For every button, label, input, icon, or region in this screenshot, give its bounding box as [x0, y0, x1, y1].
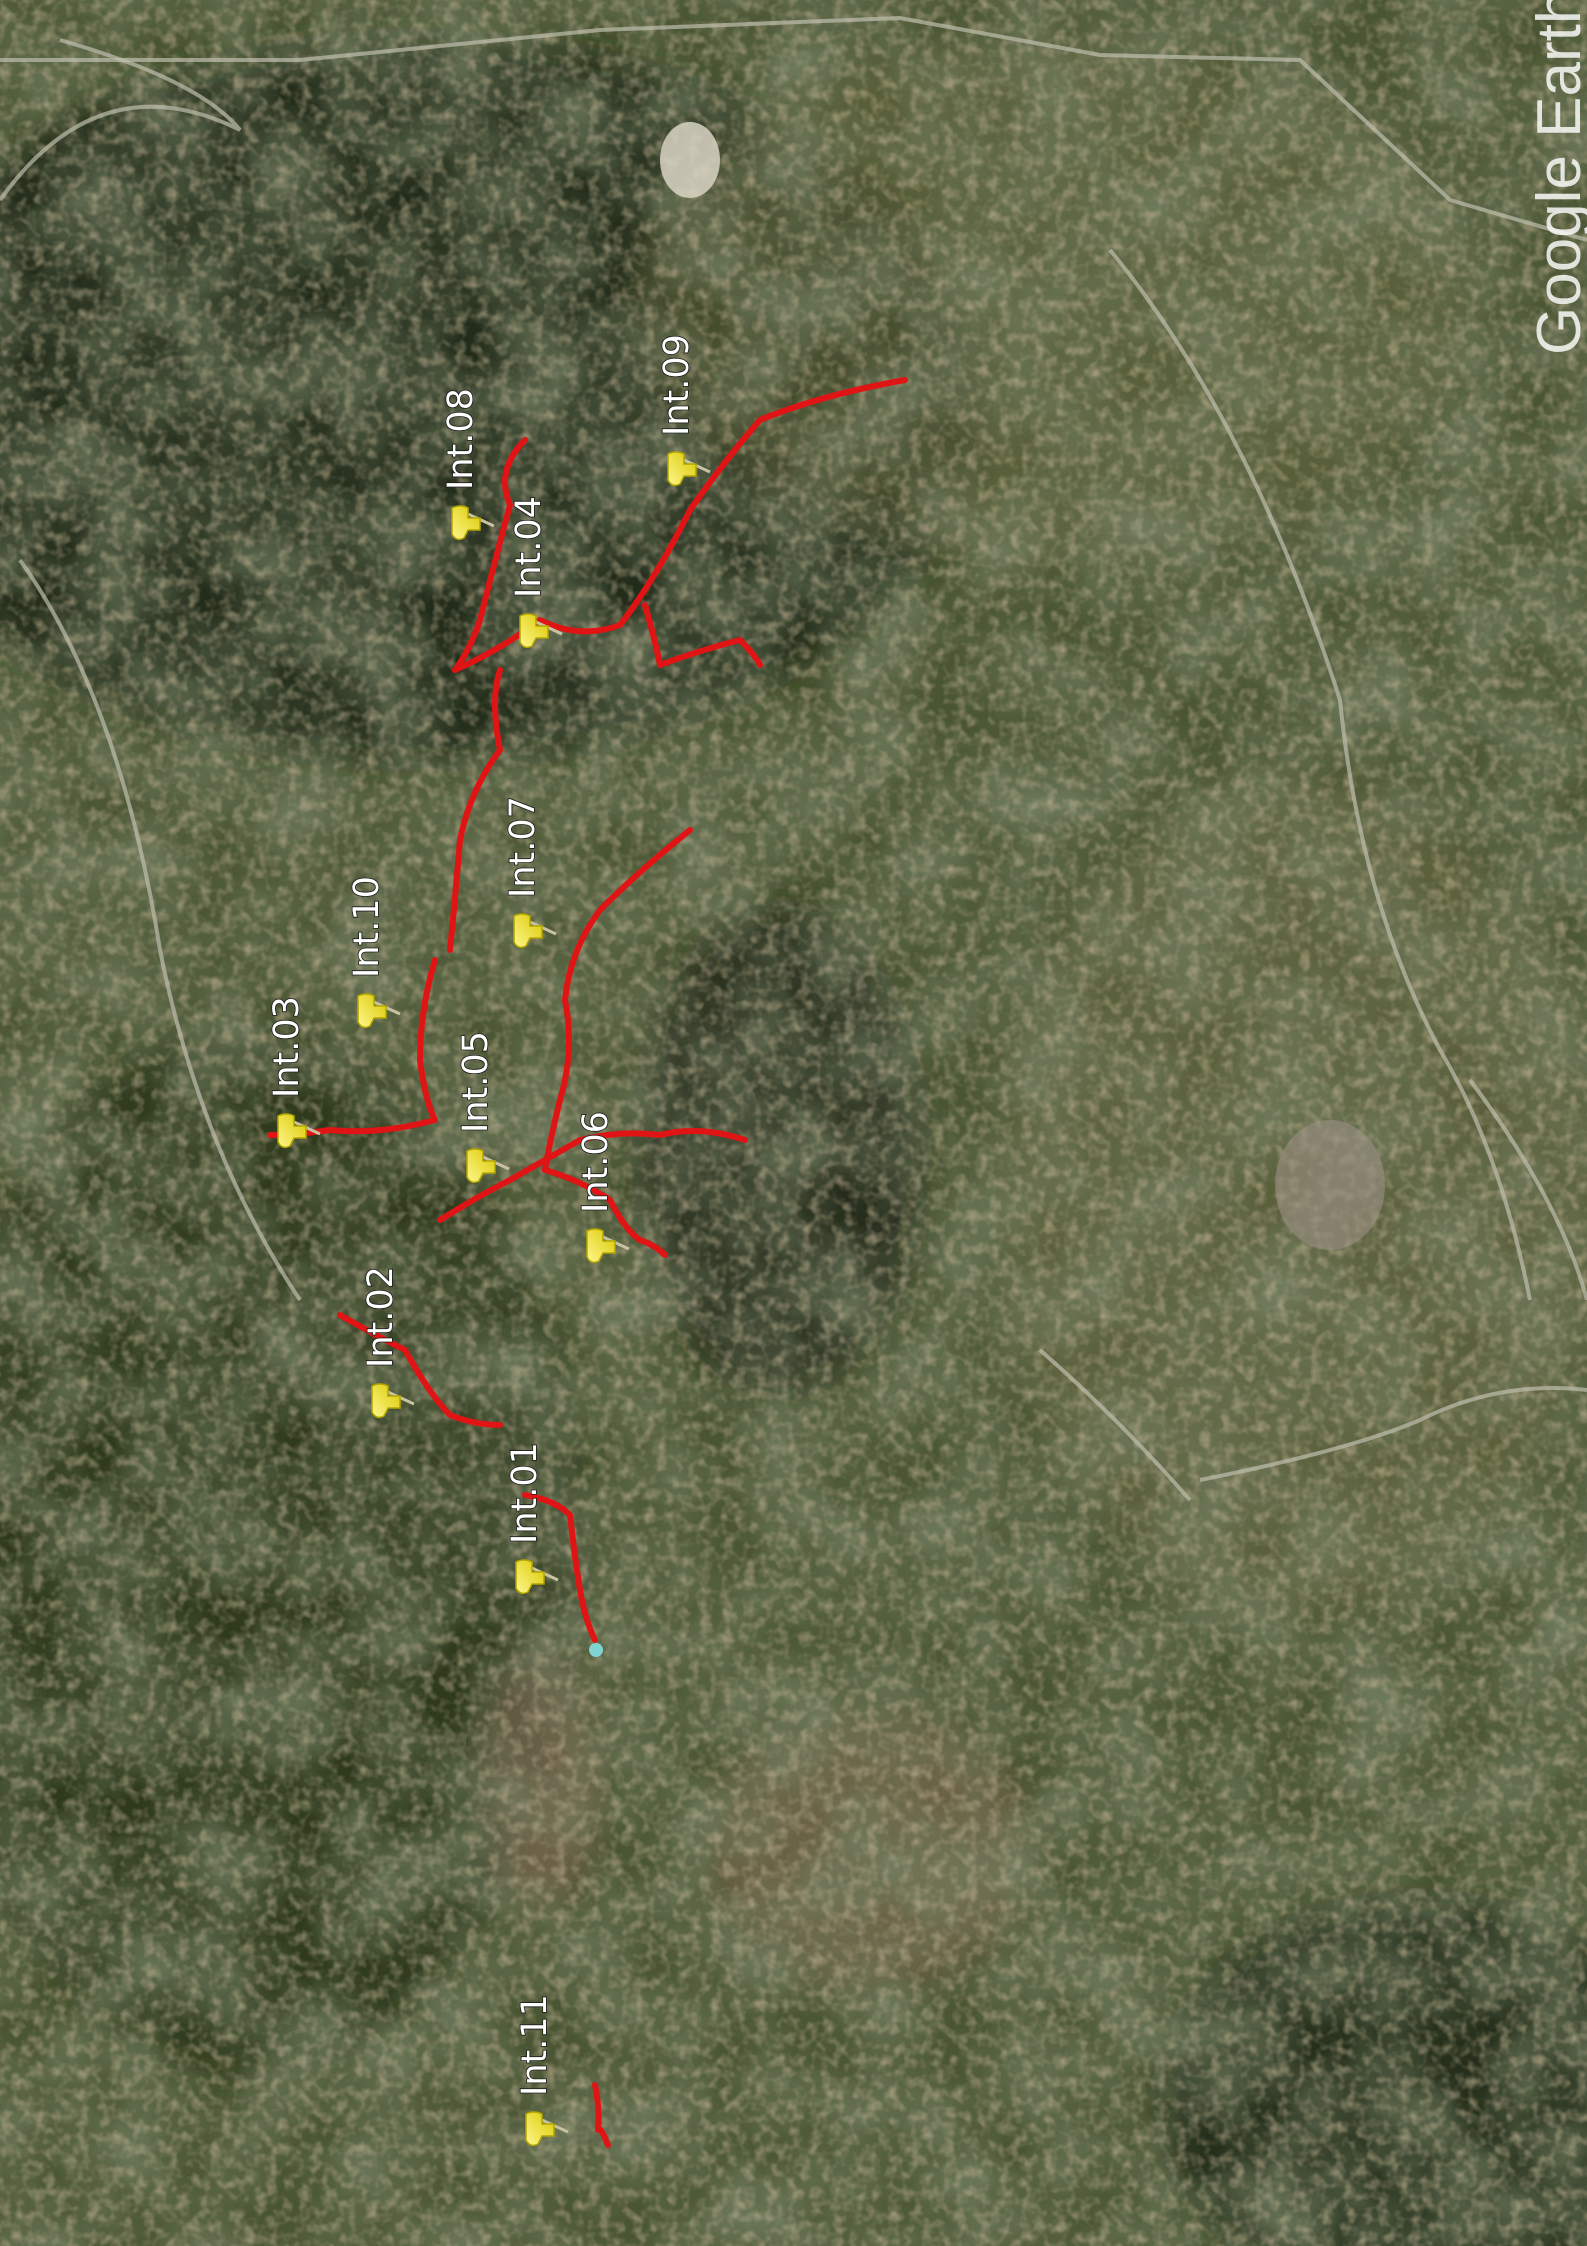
- placemark-label: Int.09: [657, 334, 697, 436]
- road-network: [0, 15, 1587, 1502]
- route-int-06: [542, 827, 693, 1173]
- yellow-pushpin-icon[interactable]: [466, 1148, 510, 1184]
- route-int-04-branch: [642, 602, 763, 668]
- placemark-int-04[interactable]: Int.04: [508, 495, 563, 649]
- route-int-08: [452, 437, 528, 673]
- yellow-pushpin-icon[interactable]: [451, 505, 495, 541]
- placemark-label: Int.07: [503, 796, 543, 898]
- yellow-pushpin-icon[interactable]: [667, 451, 711, 487]
- placemark-int-03[interactable]: Int.03: [266, 995, 321, 1149]
- placemark-int-01[interactable]: Int.01: [504, 1441, 559, 1595]
- placemark-label: Int.11: [515, 1994, 555, 2096]
- town-area: [1275, 1120, 1385, 1250]
- route-int-04: [452, 377, 908, 673]
- route-int-07: [447, 667, 503, 953]
- placemark-int-08[interactable]: Int.08: [440, 387, 495, 541]
- route-int-11: [592, 2082, 611, 2148]
- route-int-06-spur: [542, 1167, 668, 1258]
- placemark-label: Int.04: [509, 496, 549, 598]
- placemark-int-09[interactable]: Int.09: [656, 333, 711, 487]
- placemark-label: Int.03: [267, 996, 307, 1098]
- yellow-pushpin-icon[interactable]: [277, 1113, 321, 1149]
- placemark-int-05[interactable]: Int.05: [455, 1030, 510, 1184]
- placemark-label: Int.06: [576, 1111, 616, 1213]
- route-int-01: [522, 1492, 598, 1643]
- route-int-05: [437, 1128, 748, 1223]
- placemark-int-07[interactable]: Int.07: [502, 795, 557, 949]
- yellow-pushpin-icon[interactable]: [513, 913, 557, 949]
- placemark-int-06[interactable]: Int.06: [575, 1110, 630, 1264]
- quarry-patch: [660, 122, 720, 198]
- yellow-pushpin-icon[interactable]: [515, 1559, 559, 1595]
- trail-routes: [267, 377, 908, 2148]
- trailhead-marker: [589, 1643, 603, 1657]
- yellow-pushpin-icon[interactable]: [371, 1383, 415, 1419]
- placemark-int-11[interactable]: Int.11: [514, 1993, 569, 2147]
- yellow-pushpin-icon[interactable]: [519, 613, 563, 649]
- yellow-pushpin-icon[interactable]: [586, 1228, 630, 1264]
- route-int-02: [337, 1312, 503, 1428]
- placemark-int-02[interactable]: Int.02: [360, 1265, 415, 1419]
- route-int-03: [267, 957, 438, 1138]
- placemark-label: Int.01: [505, 1442, 545, 1544]
- placemark-label: Int.08: [441, 388, 481, 490]
- google-earth-watermark: Google Earth: [1525, 0, 1587, 355]
- placemark-int-10[interactable]: Int.10: [346, 875, 401, 1029]
- placemark-label: Int.10: [347, 876, 387, 978]
- yellow-pushpin-icon[interactable]: [525, 2111, 569, 2147]
- placemark-label: Int.05: [456, 1031, 496, 1133]
- yellow-pushpin-icon[interactable]: [357, 993, 401, 1029]
- placemark-label: Int.02: [361, 1266, 401, 1368]
